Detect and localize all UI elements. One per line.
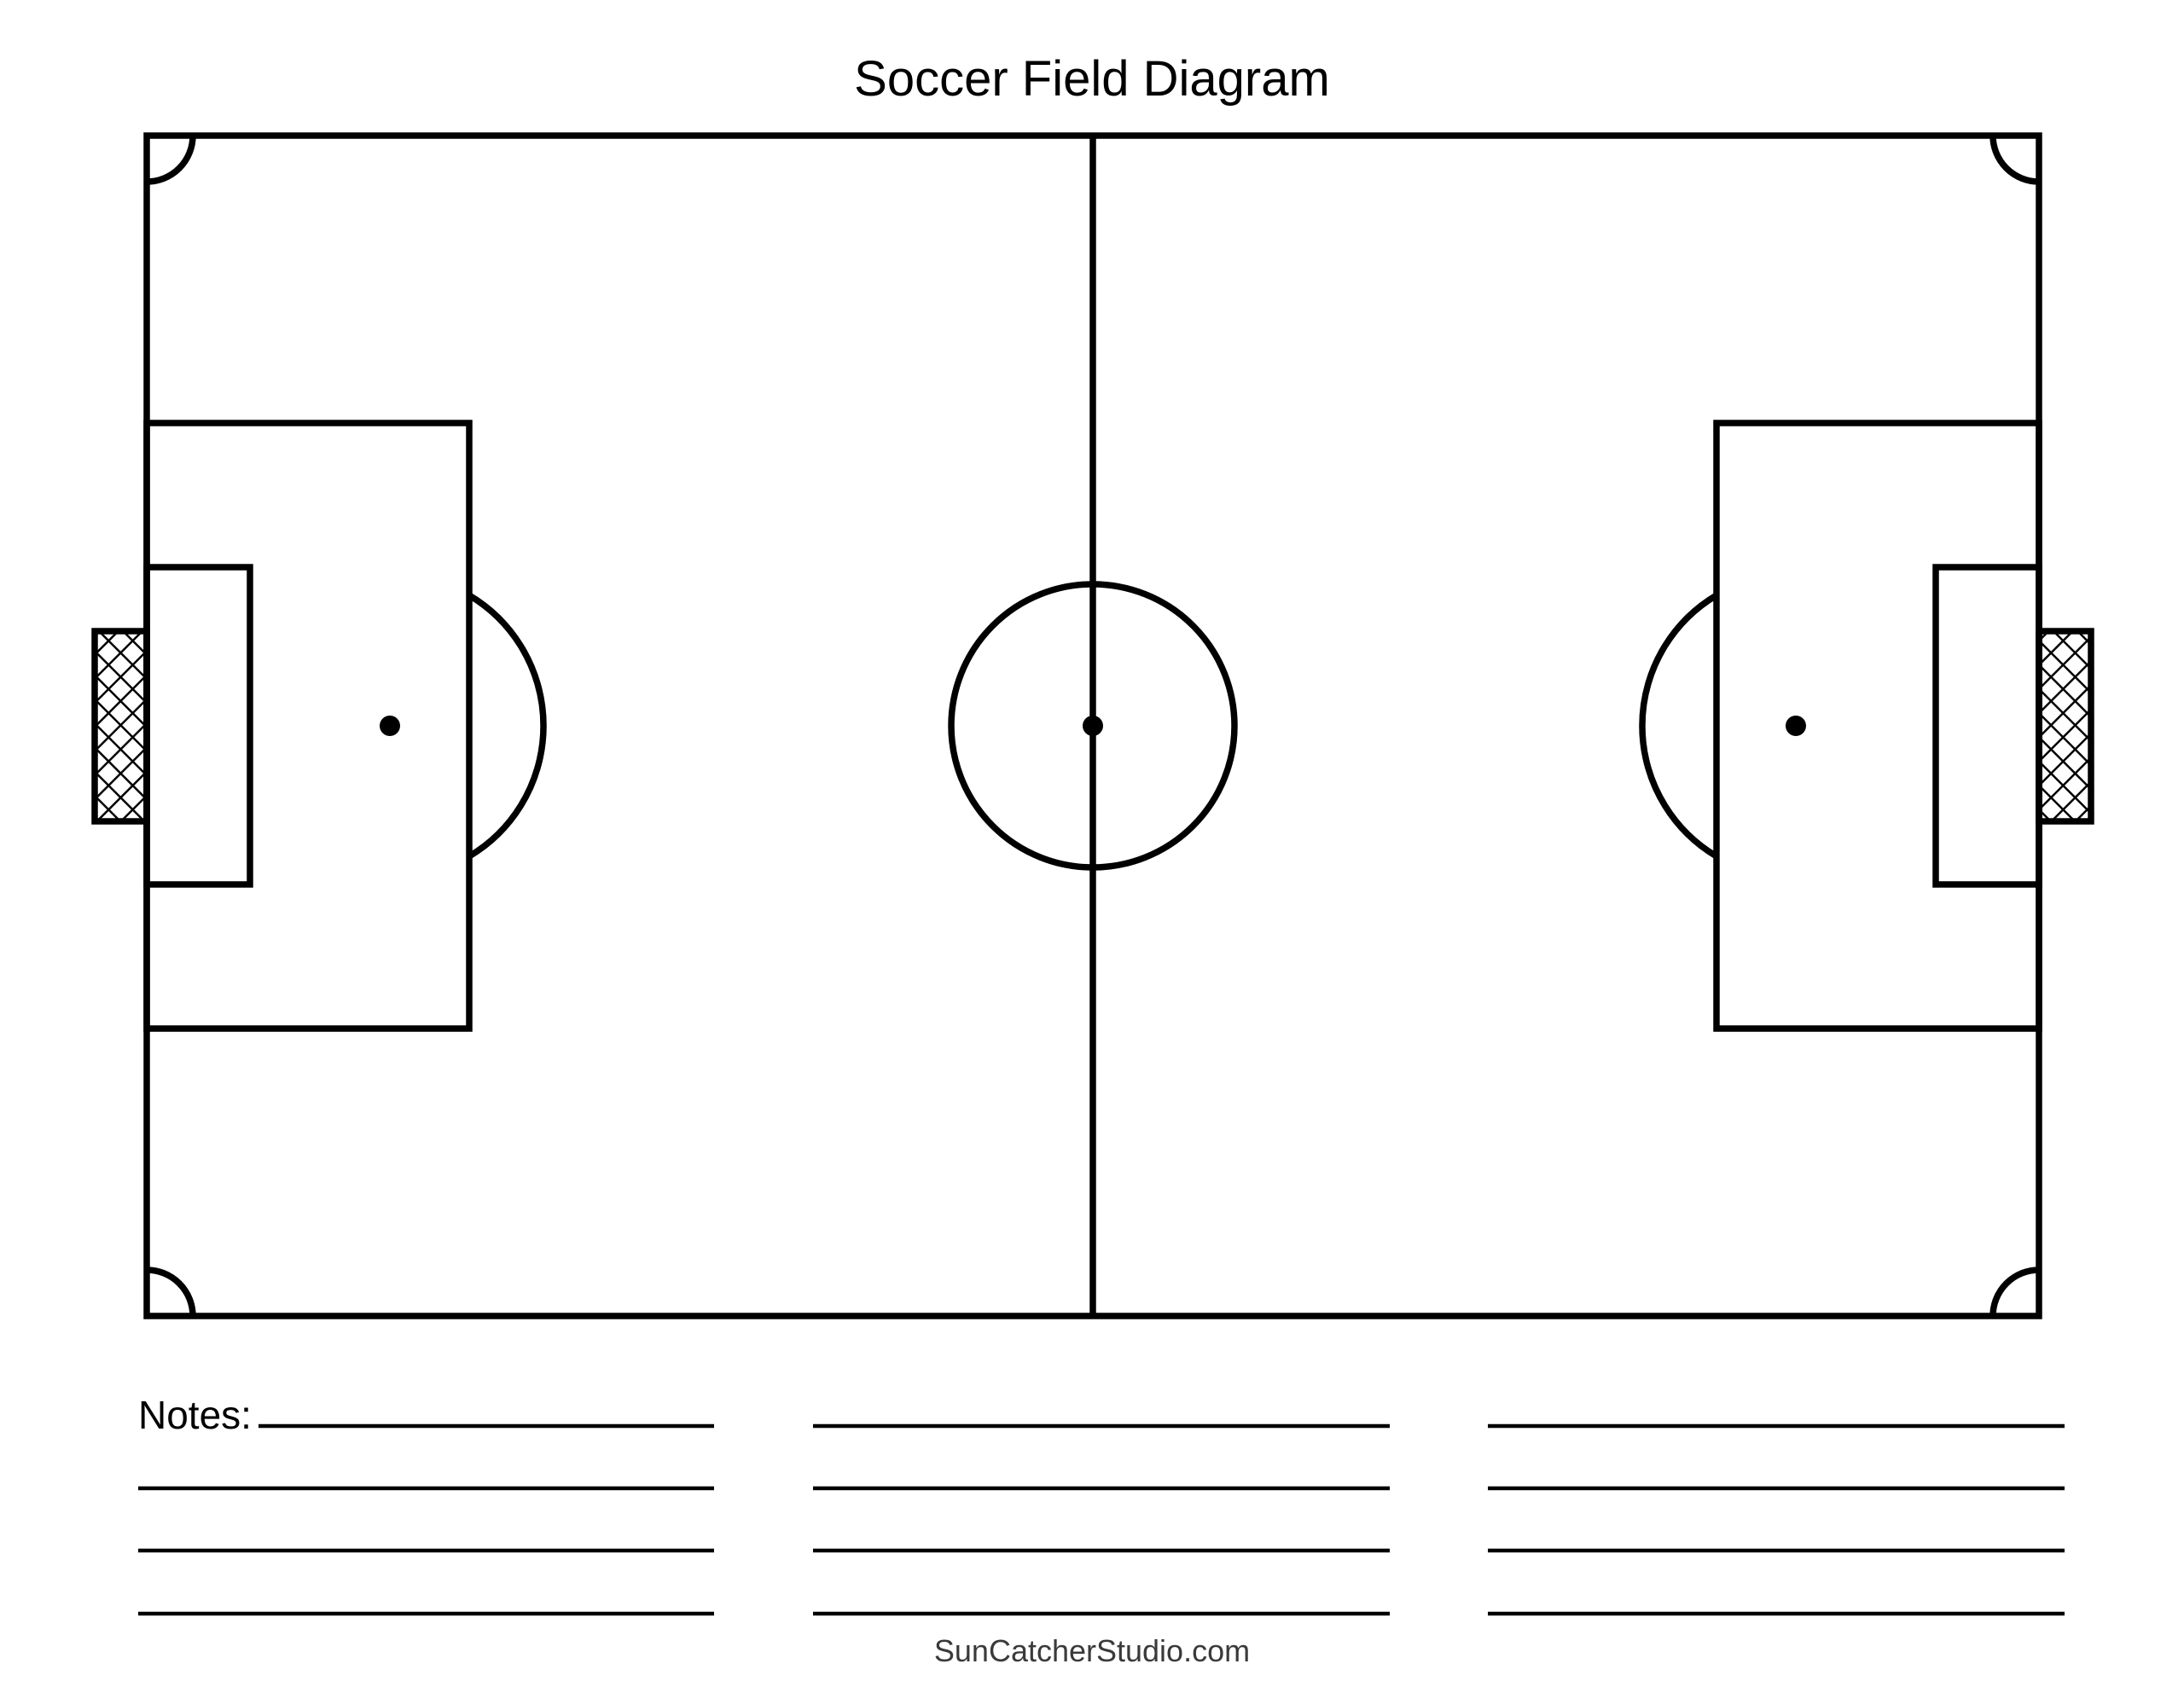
notes-label: Notes:: [138, 1393, 252, 1437]
center-spot: [1083, 716, 1103, 736]
watermark-text: SunCatcherStudio.com: [933, 1633, 1251, 1668]
page-title: Soccer Field Diagram: [854, 51, 1330, 107]
corner-arc-bottom-right: [1989, 1267, 2040, 1317]
penalty-area-right: [1713, 420, 2042, 1032]
penalty-spot-left: [380, 716, 400, 736]
goal-left: [91, 628, 150, 825]
corner-arc-top-left: [146, 135, 196, 185]
corner-arc-top-right: [1989, 135, 2040, 185]
goal-area-right: [1932, 564, 2042, 888]
corner-arc-bottom-left: [146, 1267, 196, 1317]
center-circle: [948, 581, 1238, 871]
penalty-spot-right: [1786, 716, 1806, 736]
penalty-arc-right: [1639, 592, 1718, 860]
goal-right: [2036, 628, 2094, 825]
penalty-arc-left: [468, 592, 547, 860]
goal-area-left: [143, 564, 253, 888]
penalty-area-left: [143, 420, 473, 1032]
